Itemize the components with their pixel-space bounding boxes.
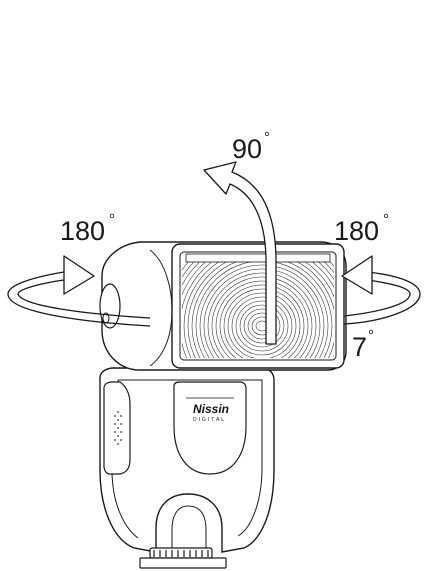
front-panel	[173, 381, 247, 475]
brand-subtitle: DIGITAL	[193, 417, 226, 423]
side-grip	[103, 381, 131, 475]
rotate-left-label: 180	[60, 216, 105, 246]
rotate-right-label: 180	[334, 216, 379, 246]
rotate-left-degree: °	[109, 211, 115, 228]
tilt-arrow	[203, 161, 277, 345]
tilt-down-degree: °	[368, 327, 374, 344]
tilt-up-degree: °	[264, 129, 270, 146]
tilt-up-label: 90	[232, 134, 262, 164]
right-rotate-arrowhead-icon	[341, 255, 373, 295]
flash-head	[99, 241, 347, 371]
hot-shoe-foot	[139, 547, 227, 569]
fresnel-lens	[182, 262, 334, 358]
rotate-right-degree: °	[383, 211, 389, 228]
tilt-down-label: 7	[352, 332, 367, 362]
left-rotate-arrowhead-icon	[63, 255, 95, 295]
rotation-ring	[7, 271, 421, 327]
brand-logo: Nissin	[193, 402, 229, 416]
